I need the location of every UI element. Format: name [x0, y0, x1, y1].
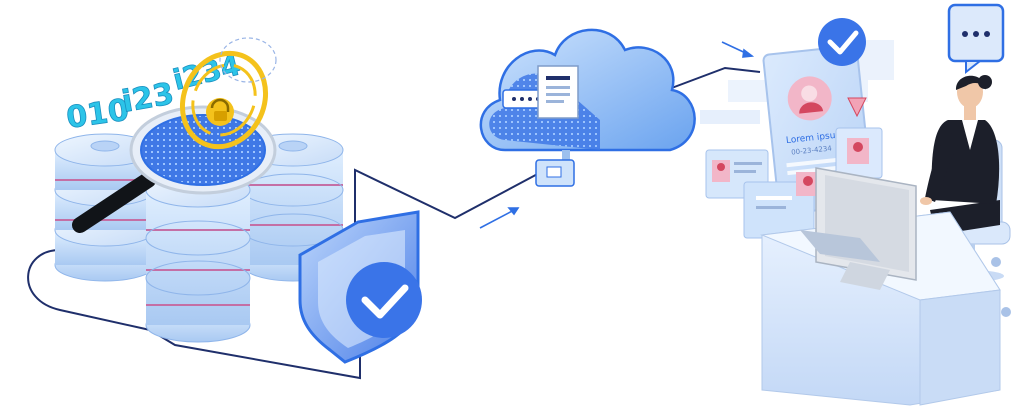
- badge-ribbon: [847, 97, 867, 118]
- monitor-icon: [800, 167, 917, 290]
- usb-port-icon: [535, 150, 575, 187]
- flow-arrows: [479, 41, 755, 229]
- id-card-small-right: [835, 127, 883, 179]
- server-stack-center: [145, 172, 251, 343]
- chat-bubble-icon: [947, 3, 1005, 75]
- check-badge-icon: [818, 18, 866, 66]
- cloud-icon: [479, 28, 696, 187]
- id-cards: Lorem ipsum 00-23-4234: [700, 40, 894, 239]
- binary-digit-group: 010: [64, 93, 131, 136]
- document-icon: [537, 65, 579, 119]
- shield-check-icon: [298, 210, 422, 364]
- lock-icon: [179, 37, 277, 150]
